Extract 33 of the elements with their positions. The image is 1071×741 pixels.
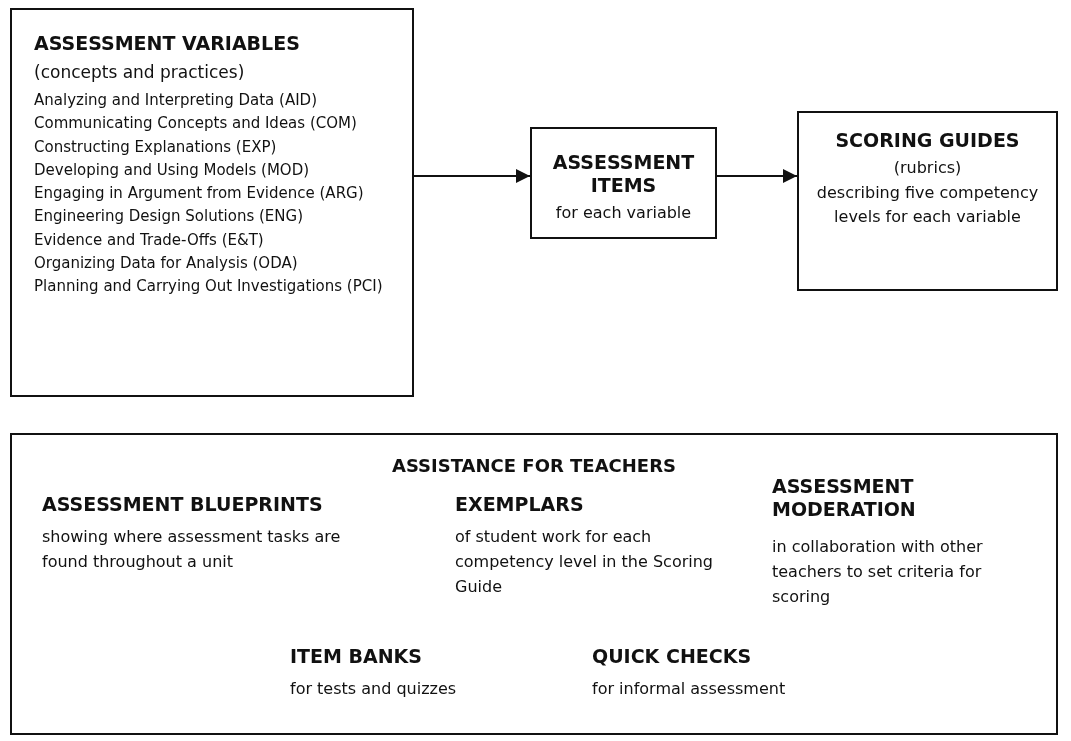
- text-box: [530, 127, 717, 239]
- body-text: Constructing Explanations (EXP): [34, 136, 277, 158]
- text-box: [797, 111, 1058, 291]
- heading-text: ASSISTANCE FOR TEACHERS: [391, 455, 677, 477]
- body-text: showing where assessment tasks are found throughout a unit: [42, 526, 342, 573]
- arrow: [413, 169, 531, 183]
- text-box: [10, 8, 414, 397]
- body-text: for each variable: [555, 201, 692, 224]
- arrow: [716, 169, 798, 183]
- body-text: for informal assessment: [592, 678, 787, 700]
- body-text: Engaging in Argument from Evidence (ARG): [34, 183, 364, 205]
- body-text: Engineering Design Solutions (ENG): [34, 206, 304, 228]
- body-text: Planning and Carrying Out Investigations (PCI): [34, 276, 383, 298]
- heading-text: ASSESSMENT VARIABLES: [34, 32, 300, 55]
- body-text: in collaboration with other teachers to set criteria for scoring: [772, 536, 984, 608]
- body-text: of student work for each competency level in the Scoring Guide: [455, 526, 714, 598]
- body-text: describing five competency levels for each variable: [815, 181, 1040, 229]
- heading-text: EXEMPLARS: [455, 493, 585, 516]
- heading-text: ASSESSMENT MODERATION: [772, 475, 917, 521]
- body-text: Organizing Data for Analysis (ODA): [34, 252, 298, 274]
- body-text: Evidence and Trade-Offs (E&T): [34, 229, 264, 251]
- heading-text: ASSESSMENT BLUEPRINTS: [42, 493, 324, 516]
- body-text: for tests and quizzes: [290, 678, 458, 700]
- heading-text: QUICK CHECKS: [592, 645, 753, 668]
- heading-text: ITEM BANKS: [290, 645, 424, 668]
- body-text: (concepts and practices): [34, 60, 245, 84]
- body-text: Analyzing and Interpreting Data (AID): [34, 90, 317, 112]
- body-text: Developing and Using Models (MOD): [34, 159, 310, 181]
- body-text: Communicating Concepts and Ideas (COM): [34, 113, 357, 135]
- heading-text: ASSESSMENT ITEMS: [551, 151, 696, 197]
- text-box: [10, 433, 1058, 735]
- heading-text: SCORING GUIDES: [835, 129, 1020, 152]
- body-text: (rubrics): [893, 156, 962, 179]
